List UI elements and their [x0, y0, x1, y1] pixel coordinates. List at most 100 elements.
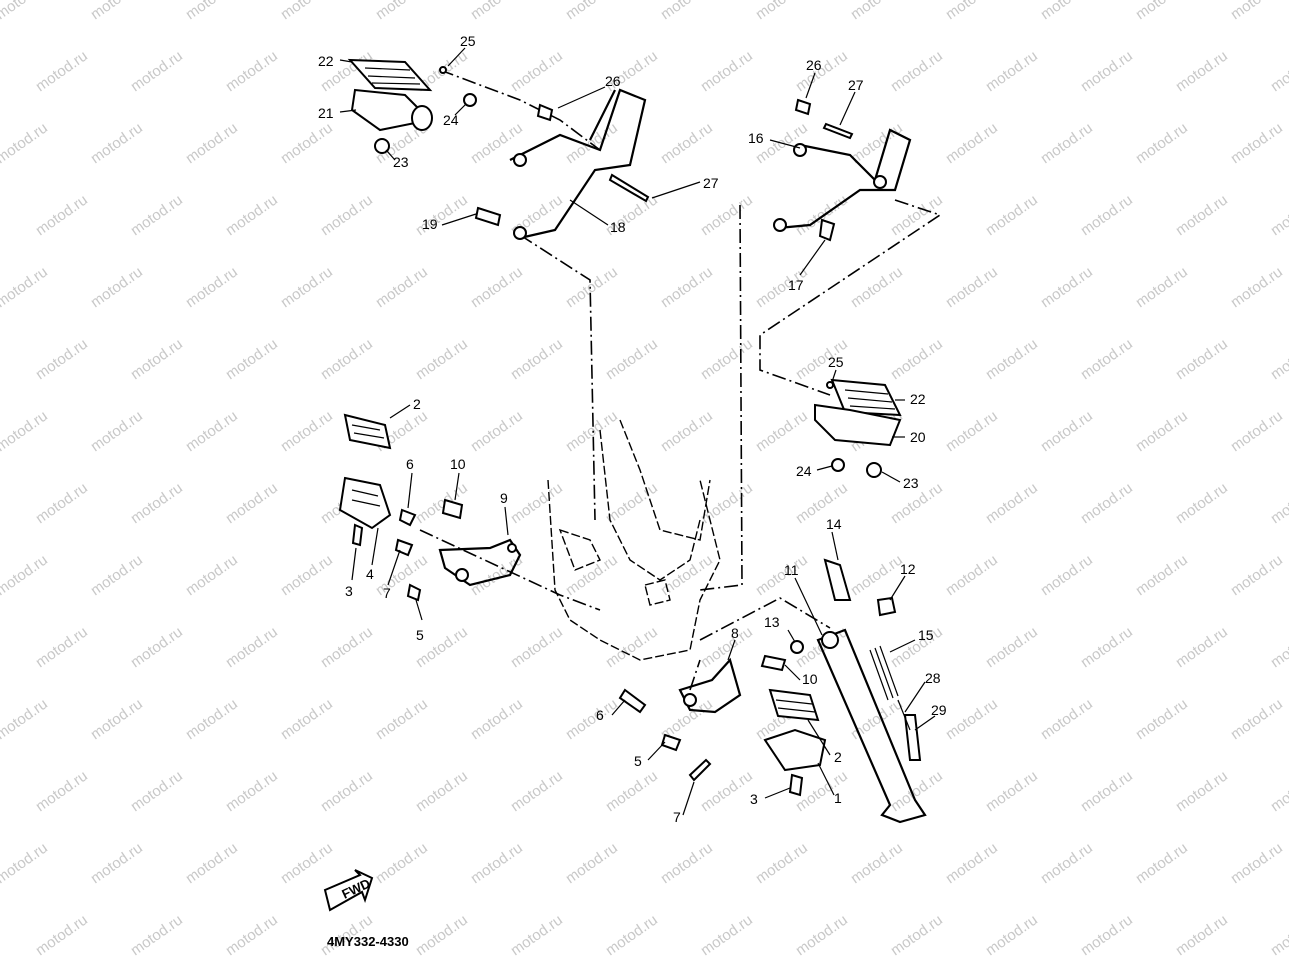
watermark-text: motod.ru	[563, 695, 621, 743]
watermark-text: motod.ru	[88, 0, 146, 23]
pin-icon	[822, 122, 854, 140]
watermark-text: motod.ru	[1268, 911, 1289, 959]
watermark-text: motod.ru	[278, 0, 336, 23]
footrest-rubber-upper-left	[347, 58, 433, 92]
watermark-text: motod.ru	[1133, 551, 1191, 599]
callout-label: 3	[750, 791, 758, 807]
callout-label: 15	[918, 627, 934, 643]
footrest-bracket-right	[773, 128, 912, 232]
watermark-text: motod.ru	[658, 263, 716, 311]
watermark-text: motod.ru	[128, 47, 186, 95]
callout-label: 7	[673, 809, 681, 825]
watermark-text: motod.ru	[1228, 551, 1286, 599]
bolt-icon	[441, 498, 464, 520]
watermark-text: motod.ru	[1173, 47, 1231, 95]
callout-label: 7	[383, 585, 391, 601]
watermark-text: motod.ru	[1173, 767, 1231, 815]
footrest-upper-left	[350, 88, 433, 132]
bolt-icon	[794, 98, 812, 116]
watermark-text: motod.ru	[223, 335, 281, 383]
watermark-text: motod.ru	[848, 0, 906, 23]
watermark-text: motod.ru	[373, 0, 431, 23]
footrest-rubber-lower-right	[768, 688, 820, 722]
callout-label: 26	[806, 57, 822, 73]
watermark-text: motod.ru	[1078, 335, 1136, 383]
watermark-text: motod.ru	[658, 407, 716, 455]
watermark-text: motod.ru	[1133, 839, 1191, 887]
footrest-bracket-front-left	[438, 538, 522, 587]
callout-label: 22	[910, 391, 926, 407]
watermark-text: motod.ru	[563, 263, 621, 311]
watermark-text: motod.ru	[0, 0, 51, 23]
watermark-text: motod.ru	[888, 47, 946, 95]
callout-label: 5	[416, 627, 424, 643]
callout-label: 6	[406, 456, 414, 472]
watermark-text: motod.ru	[413, 479, 471, 527]
watermark-text: motod.ru	[848, 695, 906, 743]
callout-label: 17	[788, 277, 804, 293]
nut-icon	[374, 138, 390, 154]
watermark-text: motod.ru	[1228, 0, 1286, 23]
callout-label: 22	[318, 53, 334, 69]
watermark-text: motod.ru	[508, 479, 566, 527]
pin-icon	[618, 688, 647, 714]
watermark-text: motod.ru	[128, 479, 186, 527]
watermark-text: motod.ru	[88, 407, 146, 455]
watermark-text: motod.ru	[88, 839, 146, 887]
watermark-text: motod.ru	[698, 191, 756, 239]
watermark-text: motod.ru	[0, 407, 51, 455]
callout-label: 5	[634, 753, 642, 769]
watermark-text: motod.ru	[983, 767, 1041, 815]
switch-icon	[823, 558, 852, 601]
cotter-pin-icon	[394, 538, 414, 557]
watermark-text: motod.ru	[603, 911, 661, 959]
watermark-text: motod.ru	[33, 47, 91, 95]
watermark-text: motod.ru	[1268, 191, 1289, 239]
watermark-text: motod.ru	[753, 407, 811, 455]
watermark-text: motod.ru	[183, 0, 241, 23]
watermark-text: motod.ru	[563, 0, 621, 23]
watermark-text: motod.ru	[33, 191, 91, 239]
watermark-text: motod.ru	[563, 839, 621, 887]
watermark-text: motod.ru	[1133, 695, 1191, 743]
callout-label: 10	[450, 456, 466, 472]
watermark-text: motod.ru	[508, 767, 566, 815]
watermark-text: motod.ru	[983, 479, 1041, 527]
callout-label: 12	[900, 561, 916, 577]
watermark-text: motod.ru	[0, 551, 51, 599]
callout-label: 23	[393, 154, 409, 170]
watermark-text: motod.ru	[223, 191, 281, 239]
watermark-text: motod.ru	[373, 551, 431, 599]
watermark-text: motod.ru	[603, 479, 661, 527]
watermark-text: motod.ru	[468, 0, 526, 23]
watermark-text: motod.ru	[468, 839, 526, 887]
callout-label: 24	[443, 112, 459, 128]
watermark-text: motod.ru	[1038, 407, 1096, 455]
callout-label: 14	[826, 516, 842, 532]
watermark-text: motod.ru	[1268, 479, 1289, 527]
watermark-text: motod.ru	[1133, 0, 1191, 23]
watermark-text: motod.ru	[88, 263, 146, 311]
watermark-text: motod.ru	[698, 47, 756, 95]
cotter-pin-icon	[439, 66, 447, 74]
watermark-text: motod.ru	[183, 839, 241, 887]
watermark-text: motod.ru	[943, 0, 1001, 23]
watermark-text: motod.ru	[278, 407, 336, 455]
watermark-text: motod.ru	[33, 479, 91, 527]
callout-label: 20	[910, 429, 926, 445]
watermark-text: motod.ru	[1173, 335, 1231, 383]
callout-label: 2	[834, 749, 842, 765]
watermark-text: motod.ru	[1173, 479, 1231, 527]
footrest-rubber-left	[343, 413, 392, 450]
callout-label: 26	[605, 73, 621, 89]
watermark-text: motod.ru	[793, 47, 851, 95]
watermark-text: motod.ru	[508, 47, 566, 95]
watermark-text: motod.ru	[33, 911, 91, 959]
watermark-text: motod.ru	[33, 767, 91, 815]
callout-label: 25	[460, 33, 476, 49]
watermark-text: motod.ru	[658, 551, 716, 599]
callout-labels: 22 25 21 24 23 26 27 19 18 16 26 27 17 2…	[318, 33, 947, 825]
watermark-text: motod.ru	[223, 623, 281, 671]
callout-label: 21	[318, 105, 334, 121]
